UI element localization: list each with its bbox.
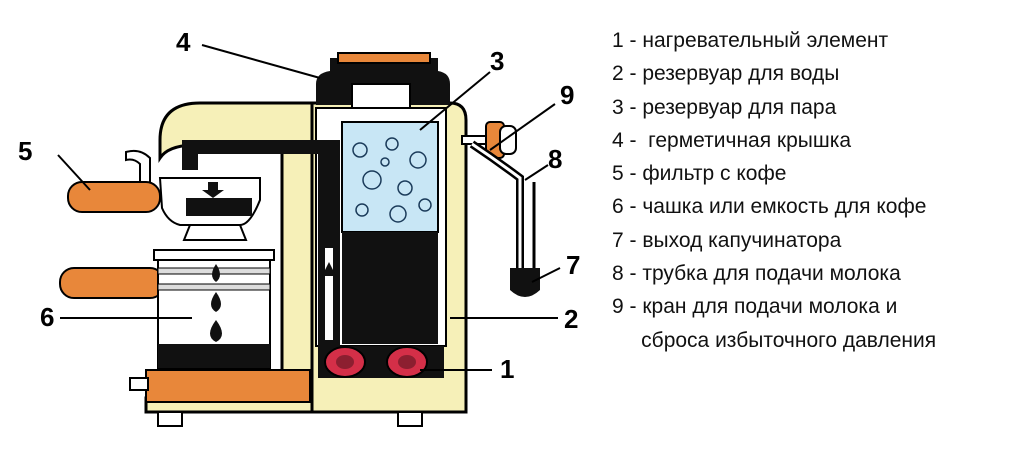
legend-item: 4 - герметичная крышка <box>612 128 852 152</box>
cappuccinator-outlet <box>510 268 540 297</box>
callout-1: 1 <box>500 354 514 384</box>
legend-item: 1 - нагревательный элемент <box>612 29 889 52</box>
legend-item: сброса избыточного давления <box>612 328 937 352</box>
coffee-pipe <box>182 140 340 170</box>
riser-arrow <box>322 262 336 276</box>
legend: 1 - нагревательный элемент 2 - резервуар… <box>612 24 936 357</box>
leader-lines <box>57 44 561 371</box>
coffee-cup <box>59 249 275 369</box>
foot-left <box>157 411 183 427</box>
sealed-lid <box>316 58 450 105</box>
legend-item: 2 - резервуар для воды <box>612 62 840 86</box>
callout-3: 3 <box>490 46 504 76</box>
drip-tray <box>145 369 311 403</box>
drip-tray-knob <box>129 377 149 391</box>
lid-band <box>337 52 431 64</box>
callout-9: 9 <box>560 80 574 110</box>
milk-tube <box>469 140 524 268</box>
legend-item: 9 - кран для подачи молока и <box>612 295 898 319</box>
legend-item: 5 - фильтр с кофе <box>612 162 787 186</box>
riser-tube-inner <box>325 248 333 340</box>
legend-item: 8 - трубка для подачи молока <box>612 262 901 286</box>
milk-tube-inner <box>471 142 522 268</box>
heater-element <box>318 346 444 378</box>
coffee-filter <box>67 149 261 241</box>
foot-right <box>397 411 423 427</box>
legend-item: 6 - чашка или емкость для кофе <box>612 195 927 219</box>
steam-bubbles <box>352 137 432 223</box>
riser-tube <box>318 140 340 346</box>
espresso-machine-diagram: 4 3 9 8 5 7 6 2 1 <box>18 27 580 427</box>
callout-6: 6 <box>40 302 54 332</box>
callout-7: 7 <box>566 250 580 280</box>
water-tank <box>342 232 438 344</box>
callout-5: 5 <box>18 136 32 166</box>
legend-item: 3 - резервуар для пара <box>612 95 837 119</box>
legend-item: 7 - выход капучинатора <box>612 228 842 252</box>
callout-2: 2 <box>564 304 578 334</box>
callout-4: 4 <box>176 27 191 57</box>
callout-8: 8 <box>548 144 562 174</box>
